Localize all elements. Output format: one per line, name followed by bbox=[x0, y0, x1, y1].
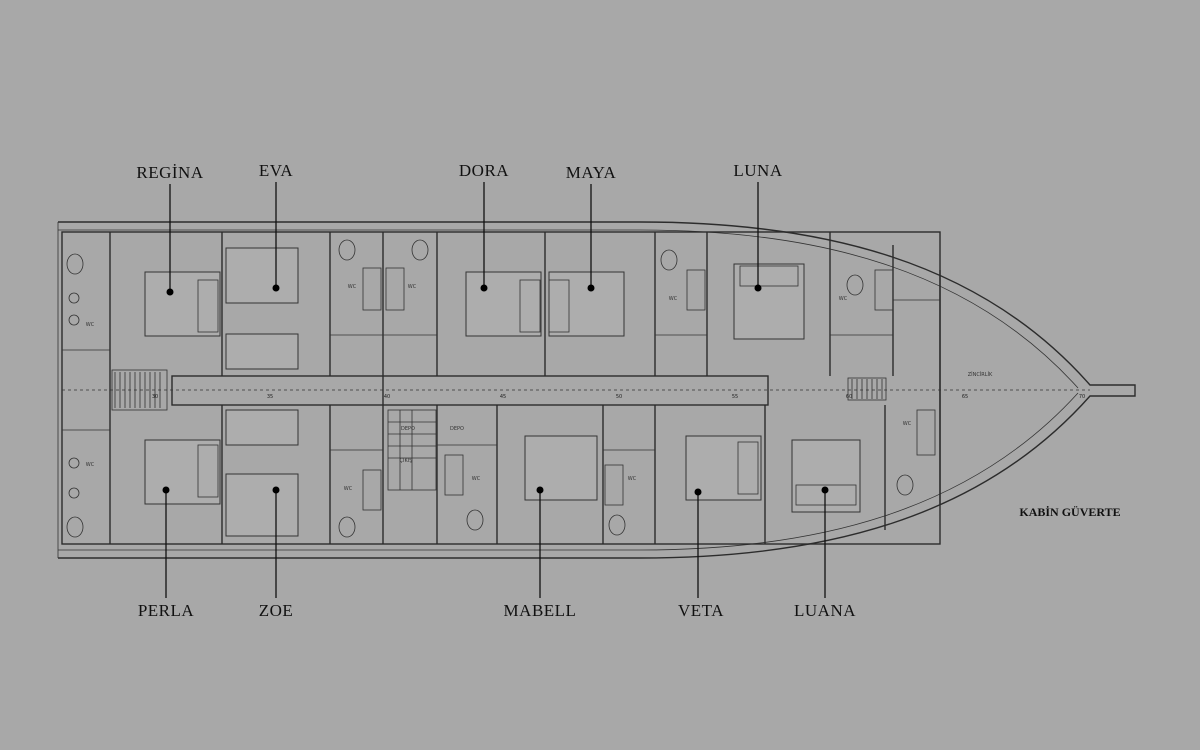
wc-label: WC bbox=[472, 476, 481, 482]
frame-number: 60 bbox=[846, 394, 852, 400]
wc-label: WC bbox=[669, 296, 678, 302]
cabin-mabell: MABELL bbox=[504, 486, 577, 620]
depo-label: DEPO bbox=[450, 426, 464, 432]
chain-locker-label: ZİNCİRLİK bbox=[968, 371, 993, 378]
cabin-label: PERLA bbox=[138, 601, 195, 620]
fixtures bbox=[66, 239, 936, 538]
frame-number: 40 bbox=[384, 394, 390, 400]
cabin-label: ZOE bbox=[259, 601, 294, 620]
wc-label: WC bbox=[903, 421, 912, 427]
cabin-perla: PERLA bbox=[138, 486, 195, 620]
hull-outline bbox=[57, 221, 1136, 559]
wc-label: WC bbox=[86, 322, 95, 328]
beds bbox=[144, 247, 861, 537]
stairs bbox=[111, 369, 887, 491]
wc-label: WC bbox=[86, 462, 95, 468]
frame-numbers: 30 35 40 45 50 55 60 65 70 bbox=[152, 394, 1085, 400]
depo-label: DEPO bbox=[401, 426, 415, 432]
cabin-label: VETA bbox=[678, 601, 724, 620]
wc-label: WC bbox=[839, 296, 848, 302]
cabin-luna: LUNA bbox=[733, 161, 782, 292]
cabin-label: MABELL bbox=[504, 601, 577, 620]
frame-number: 65 bbox=[962, 394, 968, 400]
wc-label: WC bbox=[408, 284, 417, 290]
cabin-label: REGİNA bbox=[136, 163, 203, 182]
cabin-label: LUNA bbox=[733, 161, 782, 180]
cabin-label: MAYA bbox=[566, 163, 617, 182]
frame-number: 45 bbox=[500, 394, 506, 400]
cabin-label: LUANA bbox=[794, 601, 856, 620]
wc-label: WC bbox=[344, 486, 353, 492]
cabin-regina: REGİNA bbox=[136, 163, 203, 296]
cabin-eva: EVA bbox=[259, 161, 293, 292]
walls bbox=[61, 231, 1090, 545]
cabin-label: DORA bbox=[459, 161, 509, 180]
cabin-maya: MAYA bbox=[566, 163, 617, 292]
wc-label: WC bbox=[348, 284, 357, 290]
exit-label: ÇIKIŞ bbox=[400, 458, 413, 464]
cabin-veta: VETA bbox=[678, 488, 724, 620]
frame-number: 50 bbox=[616, 394, 622, 400]
frame-number: 35 bbox=[267, 394, 273, 400]
cabin-zoe: ZOE bbox=[259, 486, 294, 620]
cabin-label: EVA bbox=[259, 161, 293, 180]
deck-title: KABİN GÜVERTE bbox=[1019, 505, 1120, 519]
wc-label: WC bbox=[628, 476, 637, 482]
cabin-dora: DORA bbox=[459, 161, 509, 292]
frame-number: 30 bbox=[152, 394, 158, 400]
frame-number: 55 bbox=[732, 394, 738, 400]
frame-number: 70 bbox=[1079, 394, 1085, 400]
cabin-luana: LUANA bbox=[794, 486, 856, 620]
